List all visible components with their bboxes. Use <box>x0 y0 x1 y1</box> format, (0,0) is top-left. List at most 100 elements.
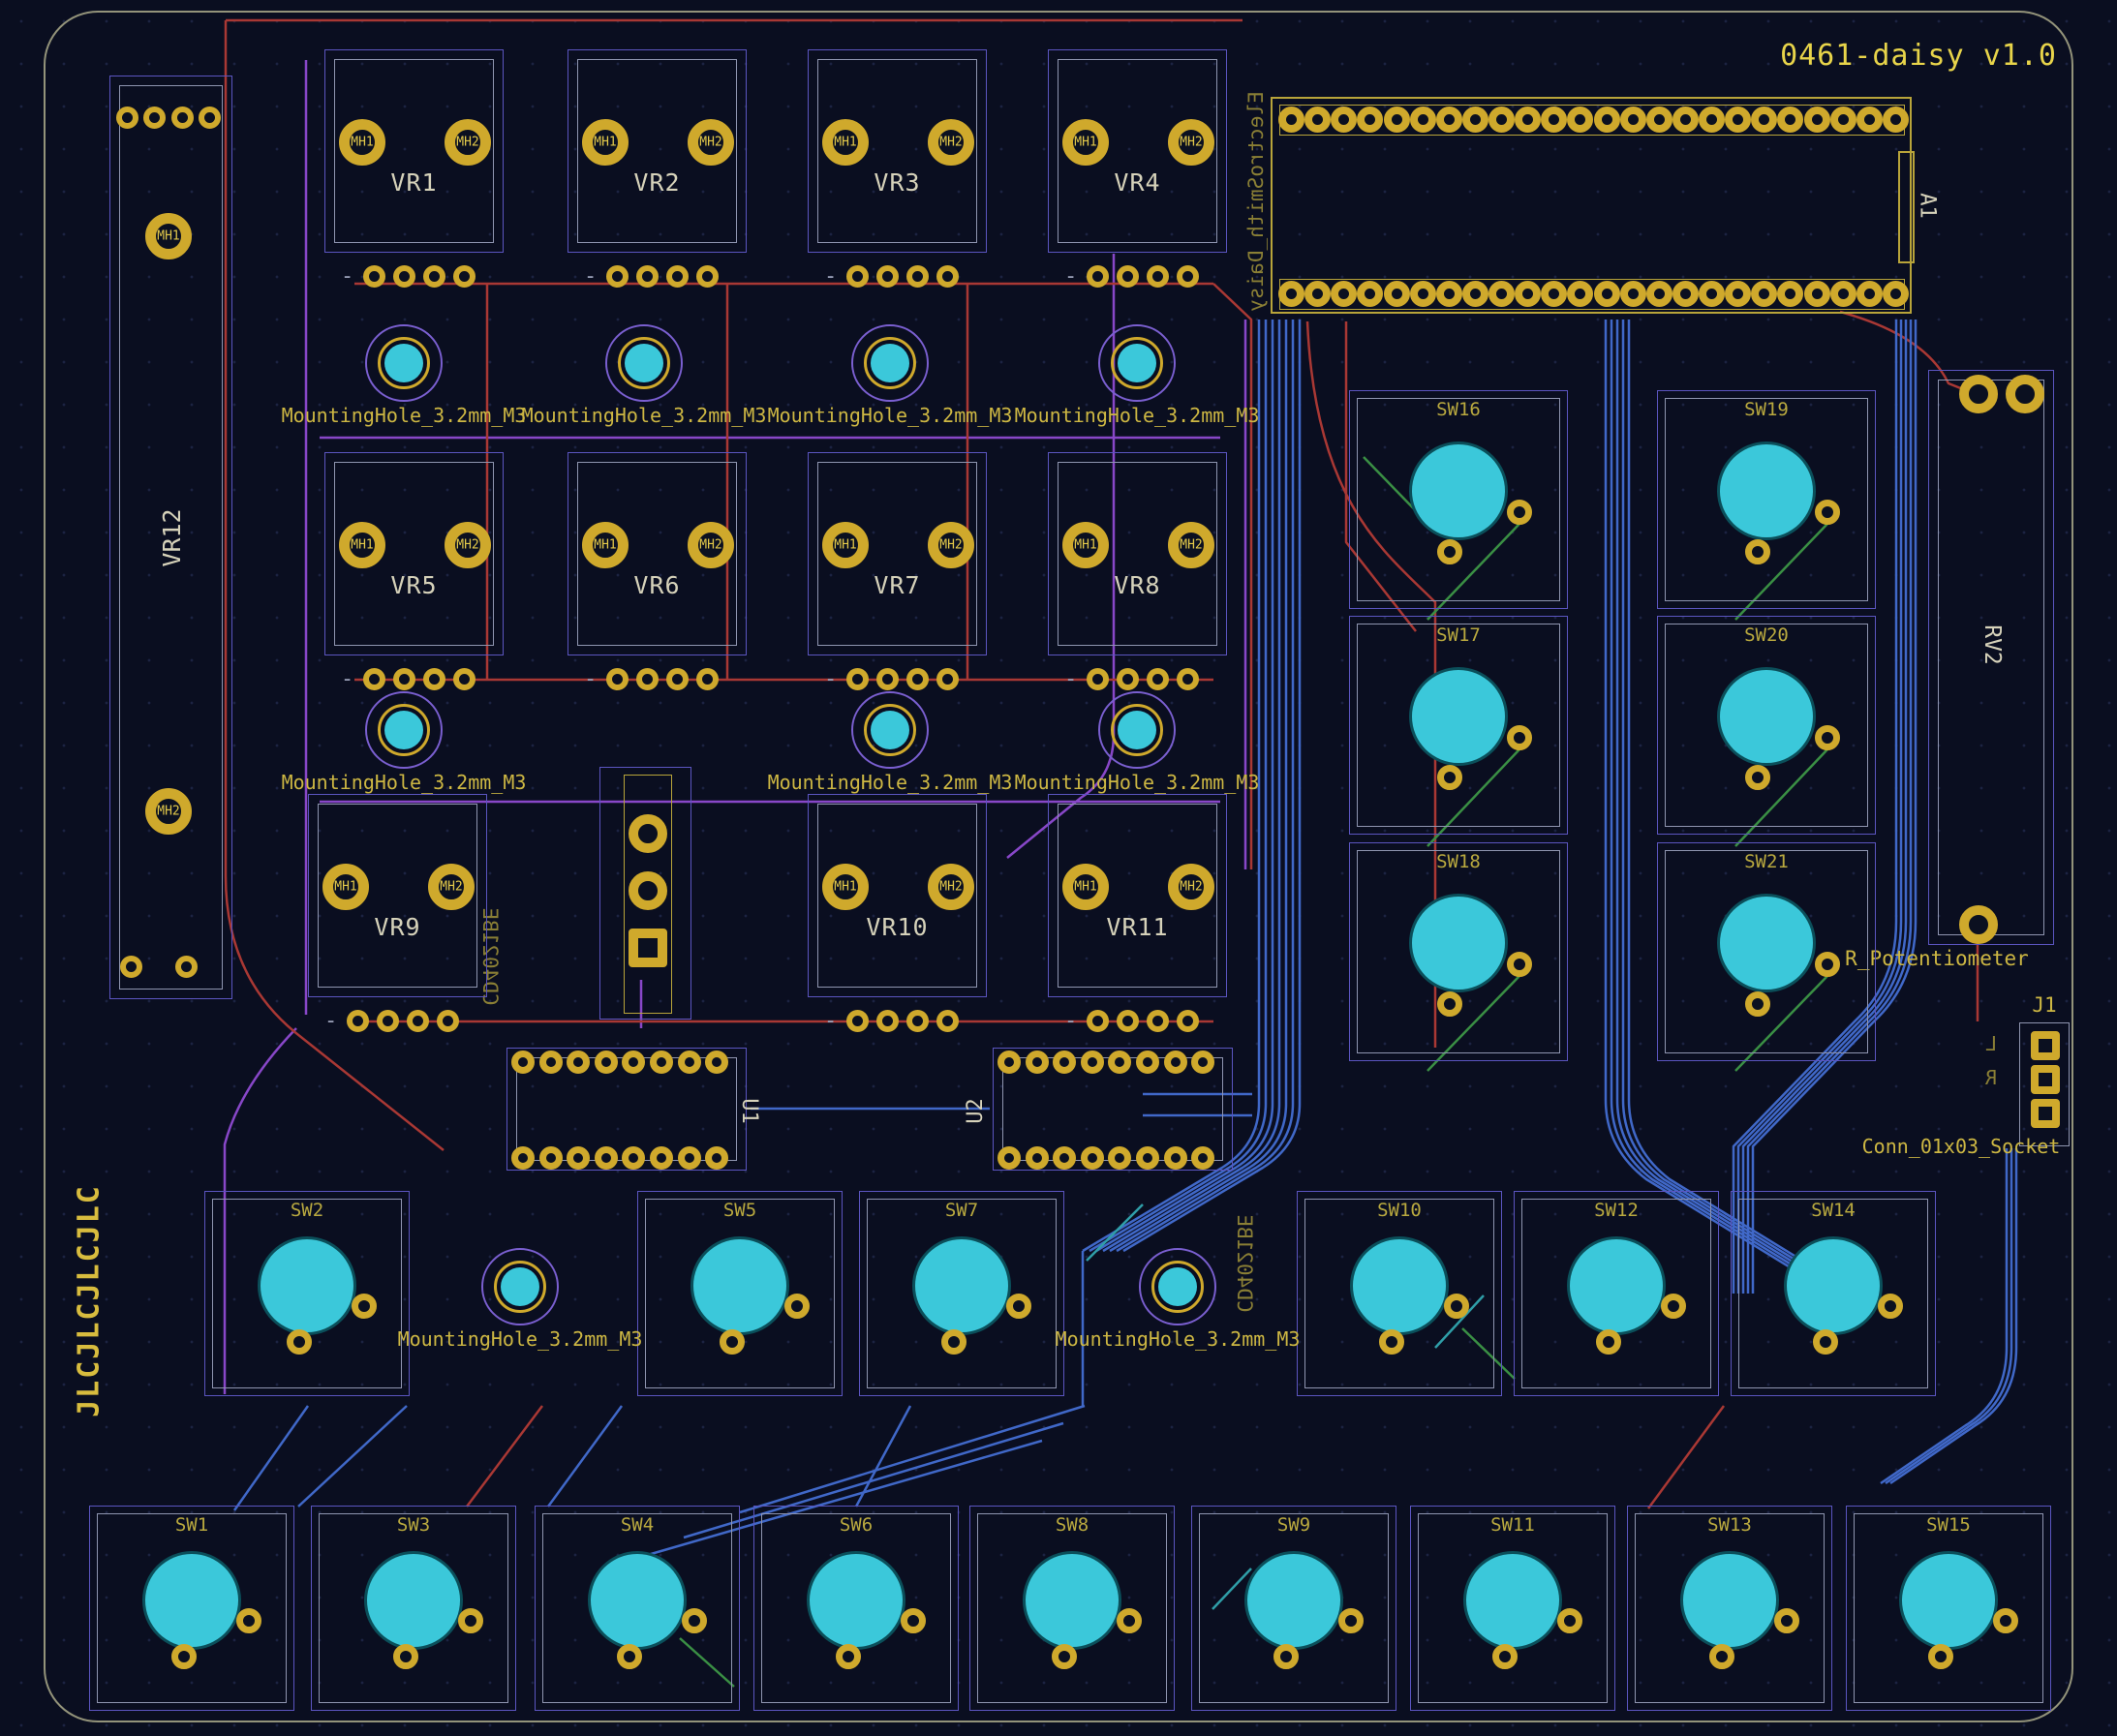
mounting-hole-label[interactable]: MountingHole_3.2mm_M3 <box>1014 404 1260 427</box>
pin-pad[interactable] <box>392 1644 418 1670</box>
ic-pin-pad[interactable] <box>1026 1051 1049 1074</box>
pin-pad[interactable] <box>1595 1329 1621 1355</box>
mh1-pad[interactable]: MH1 <box>1062 864 1109 910</box>
mounting-hole-label[interactable]: MountingHole_3.2mm_M3 <box>521 404 767 427</box>
daisy-pin-pad[interactable] <box>1856 281 1883 307</box>
footprint-sw3[interactable]: SW3 <box>311 1506 516 1711</box>
pin-pad[interactable] <box>199 107 221 129</box>
pin-pad[interactable] <box>1117 1010 1140 1032</box>
footprint-u2[interactable]: U2 <box>964 1048 1233 1171</box>
pin-pad[interactable] <box>235 1607 261 1633</box>
daisy-pin-pad[interactable] <box>1620 281 1646 307</box>
ic-pin-pad[interactable] <box>539 1146 563 1170</box>
ic-pin-pad[interactable] <box>595 1146 618 1170</box>
pin-pad[interactable] <box>423 668 446 690</box>
daisy-pin-pad[interactable] <box>1725 107 1751 133</box>
pin-pad[interactable] <box>1147 668 1170 690</box>
pin-pad[interactable] <box>681 1607 707 1633</box>
daisy-pin-pad[interactable] <box>1620 107 1646 133</box>
pin-pad[interactable] <box>936 265 960 288</box>
daisy-pin-pad[interactable] <box>1699 107 1725 133</box>
daisy-pin-pad[interactable] <box>1515 107 1541 133</box>
ic-pin-pad[interactable] <box>1026 1146 1049 1170</box>
ic-pin-pad[interactable] <box>567 1146 590 1170</box>
daisy-pin-pad[interactable] <box>1384 107 1410 133</box>
pin-pad[interactable] <box>143 107 166 129</box>
mh1-pad[interactable]: MH1 <box>822 864 869 910</box>
daisy-pin-pad[interactable] <box>1804 281 1830 307</box>
reference-label[interactable]: VR10 <box>866 913 929 941</box>
pin-pad[interactable] <box>1005 1293 1031 1319</box>
pin-pad[interactable] <box>1177 668 1200 690</box>
footprint-sw14[interactable]: SW14 <box>1731 1191 1936 1396</box>
mounting-hole-label[interactable]: MountingHole_3.2mm_M3 <box>767 771 1013 794</box>
pin-pad[interactable] <box>696 265 720 288</box>
pin-pad[interactable] <box>1506 500 1532 526</box>
reference-label[interactable]: VR2 <box>633 168 681 197</box>
daisy-pin-pad[interactable] <box>1646 107 1672 133</box>
reference-label[interactable]: SW15 <box>1926 1514 1971 1536</box>
daisy-vertical-label[interactable]: ElectroSmith_Daisy <box>1244 91 1268 312</box>
footprint-sw15[interactable]: SW15 <box>1846 1506 2051 1711</box>
mh2-pad[interactable]: MH2 <box>1168 864 1214 910</box>
mounting-hole-label[interactable]: MountingHole_3.2mm_M3 <box>767 404 1013 427</box>
reference-label[interactable]: SW11 <box>1490 1514 1535 1536</box>
pin-pad[interactable] <box>666 668 690 690</box>
reference-label[interactable]: RV2 <box>1979 624 2005 665</box>
pin-pad[interactable] <box>1814 725 1840 751</box>
mounting-hole-label[interactable]: MountingHole_3.2mm_M3 <box>397 1327 643 1351</box>
reference-label[interactable]: VR7 <box>874 571 921 599</box>
ic-pin-pad[interactable] <box>1136 1146 1159 1170</box>
pin-pad[interactable] <box>1177 265 1200 288</box>
value-label[interactable]: Conn_01x03_Socket <box>1861 1135 2061 1158</box>
ic-pin-pad[interactable] <box>1191 1146 1214 1170</box>
daisy-pin-pad[interactable] <box>1883 107 1909 133</box>
pin-pad[interactable] <box>1087 668 1110 690</box>
pin-pad[interactable] <box>940 1329 966 1355</box>
mh1-pad[interactable]: MH1 <box>339 522 385 568</box>
pin-pad[interactable] <box>2031 1031 2060 1060</box>
mounting-hole[interactable] <box>481 1248 559 1325</box>
reference-label[interactable]: SW20 <box>1744 624 1789 646</box>
reference-label[interactable]: SW21 <box>1744 851 1789 872</box>
mh1-pad[interactable]: MH1 <box>322 864 369 910</box>
reference-label[interactable]: VR5 <box>390 571 438 599</box>
footprint-sw16[interactable]: SW16 <box>1349 390 1568 609</box>
daisy-pin-pad[interactable] <box>1594 281 1620 307</box>
reference-label[interactable]: SW8 <box>1055 1514 1089 1536</box>
daisy-pin-pad[interactable] <box>1567 107 1593 133</box>
pin-pad[interactable] <box>629 929 667 967</box>
daisy-pin-pad[interactable] <box>1541 281 1567 307</box>
pin-pad[interactable] <box>437 1010 460 1032</box>
value-label[interactable]: CD4021BE <box>1233 1214 1256 1313</box>
pin-pad[interactable] <box>120 956 142 978</box>
reference-label[interactable]: SW12 <box>1594 1200 1639 1221</box>
daisy-pin-pad[interactable] <box>1331 281 1357 307</box>
mh2-pad[interactable]: MH2 <box>445 119 491 166</box>
ic-pin-pad[interactable] <box>622 1146 645 1170</box>
daisy-pin-pad[interactable] <box>1278 107 1304 133</box>
reference-label[interactable]: SW7 <box>944 1200 979 1221</box>
mh2-pad[interactable]: MH2 <box>688 522 734 568</box>
pin-pad[interactable] <box>783 1293 810 1319</box>
footprint-sw21[interactable]: SW21 <box>1657 842 1876 1061</box>
pin-pad[interactable] <box>876 265 900 288</box>
pin-pad[interactable] <box>719 1329 745 1355</box>
pin-pad[interactable] <box>1959 375 1998 413</box>
daisy-pin-pad[interactable] <box>1751 281 1777 307</box>
reference-label[interactable]: VR6 <box>633 571 681 599</box>
daisy-pin-pad[interactable] <box>1567 281 1593 307</box>
mh2-pad[interactable]: MH2 <box>1168 119 1214 166</box>
reference-label[interactable]: VR12 <box>158 508 186 567</box>
daisy-pin-pad[interactable] <box>1357 107 1383 133</box>
footprint-sw6[interactable]: SW6 <box>753 1506 959 1711</box>
daisy-pin-pad[interactable] <box>1462 281 1488 307</box>
pin-pad[interactable] <box>1745 538 1771 564</box>
reference-label[interactable]: VR1 <box>390 168 438 197</box>
